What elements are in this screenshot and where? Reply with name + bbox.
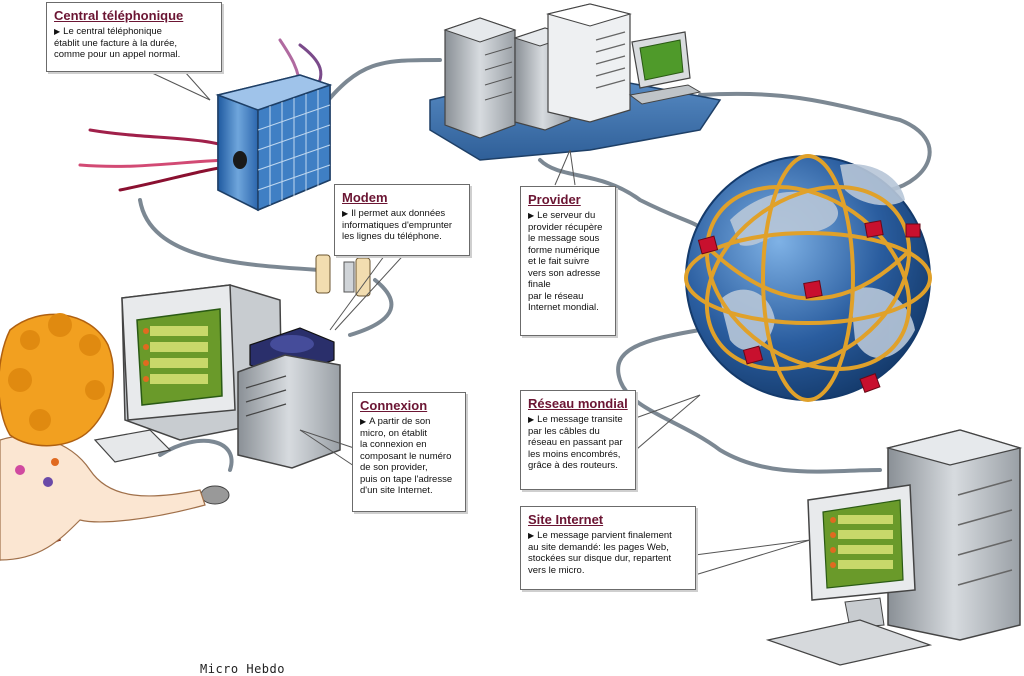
callout-body: ▶Le message parvient finalement au site … bbox=[528, 530, 672, 576]
callout-title: Connexion bbox=[360, 398, 428, 413]
callout-provider: Provider ▶Le serveur du provider récupèr… bbox=[520, 186, 616, 336]
callout-pointers bbox=[149, 71, 811, 576]
bullet-arrow-icon: ▶ bbox=[528, 211, 535, 220]
callout-body: ▶Le serveur du provider récupère le mess… bbox=[528, 210, 603, 313]
phone-plugs bbox=[315, 254, 371, 297]
callout-title: Central téléphonique bbox=[54, 8, 184, 23]
bullet-arrow-icon: ▶ bbox=[528, 531, 535, 540]
user-computer bbox=[93, 284, 341, 505]
callout-central-telephonique: Central téléphonique ▶Le central télépho… bbox=[46, 2, 222, 72]
callout-body: ▶Le central téléphonique établit une fac… bbox=[54, 26, 181, 60]
callout-body: ▶Le message transite par les câbles du r… bbox=[528, 414, 623, 471]
website-server bbox=[765, 429, 1023, 666]
world-globe bbox=[684, 154, 932, 402]
callout-body: ▶A partir de son micro, on établit la co… bbox=[360, 416, 453, 496]
callout-modem: Modem ▶Il permet aux données informatiqu… bbox=[334, 184, 470, 256]
bullet-arrow-icon: ▶ bbox=[360, 417, 367, 426]
bullet-arrow-icon: ▶ bbox=[342, 209, 349, 218]
callout-body: ▶Il permet aux données informatiques d'e… bbox=[342, 208, 453, 242]
callout-title: Modem bbox=[342, 190, 388, 205]
callout-connexion: Connexion ▶A partir de son micro, on éta… bbox=[352, 392, 466, 512]
telephone-exchange-building bbox=[215, 74, 333, 212]
provider-server-farm bbox=[429, 3, 722, 161]
callout-reseau-mondial: Réseau mondial ▶Le message transite par … bbox=[520, 390, 636, 490]
user-person bbox=[0, 313, 206, 561]
credit-caption: Micro Hebdo bbox=[200, 662, 285, 676]
dress-flowers bbox=[15, 458, 59, 487]
callout-title: Provider bbox=[528, 192, 581, 207]
bullet-arrow-icon: ▶ bbox=[528, 415, 535, 424]
callout-title: Réseau mondial bbox=[528, 396, 628, 411]
callout-site-internet: Site Internet ▶Le message parvient final… bbox=[520, 506, 696, 590]
bullet-arrow-icon: ▶ bbox=[54, 27, 61, 36]
router-nodes bbox=[697, 220, 921, 393]
callout-title: Site Internet bbox=[528, 512, 604, 527]
